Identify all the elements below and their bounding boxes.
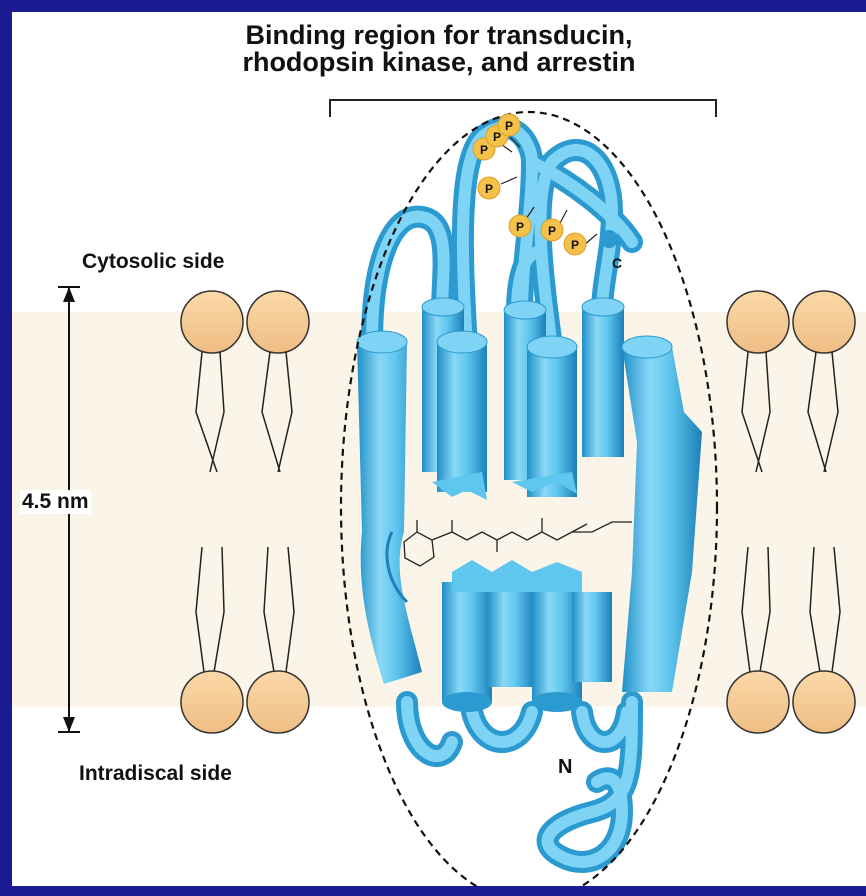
helix-cylinder [582, 307, 624, 457]
helix-cylinder [437, 342, 487, 492]
lipid-head [793, 671, 855, 733]
svg-text:P: P [548, 224, 556, 238]
svg-text:P: P [516, 220, 524, 234]
lipid-head [247, 291, 309, 353]
figure-canvas: P P P P P P P C Binding region for trans… [12, 12, 866, 886]
svg-text:P: P [493, 130, 501, 144]
c-terminus-cap [600, 230, 618, 248]
svg-text:P: P [571, 238, 579, 252]
title-line-1: Binding region for transducin, [12, 22, 866, 49]
helix-cylinder [487, 577, 535, 687]
lipid-head [727, 291, 789, 353]
membrane-thickness-label: 4.5 nm [20, 490, 91, 514]
lipid-head [793, 291, 855, 353]
helix-cylinder [442, 582, 492, 702]
title-line-2: rhodopsin kinase, and arrestin [12, 49, 866, 76]
lipid-head [727, 671, 789, 733]
n-terminus-label: N [558, 756, 572, 779]
svg-text:P: P [485, 182, 493, 196]
helix-cylinder [572, 592, 612, 682]
cytosolic-side-label: Cytosolic side [82, 250, 224, 274]
svg-text:P: P [505, 119, 513, 133]
c-terminus-label: C [612, 255, 622, 271]
lipid-head [181, 291, 243, 353]
svg-text:P: P [480, 143, 488, 157]
binding-region-bracket [330, 100, 716, 117]
lipid-head [181, 671, 243, 733]
intradiscal-side-label: Intradiscal side [79, 762, 232, 786]
diagram-title: Binding region for transducin, rhodopsin… [12, 22, 866, 76]
rhodopsin-diagram: P P P P P P P C [12, 12, 866, 886]
lipid-head [247, 671, 309, 733]
